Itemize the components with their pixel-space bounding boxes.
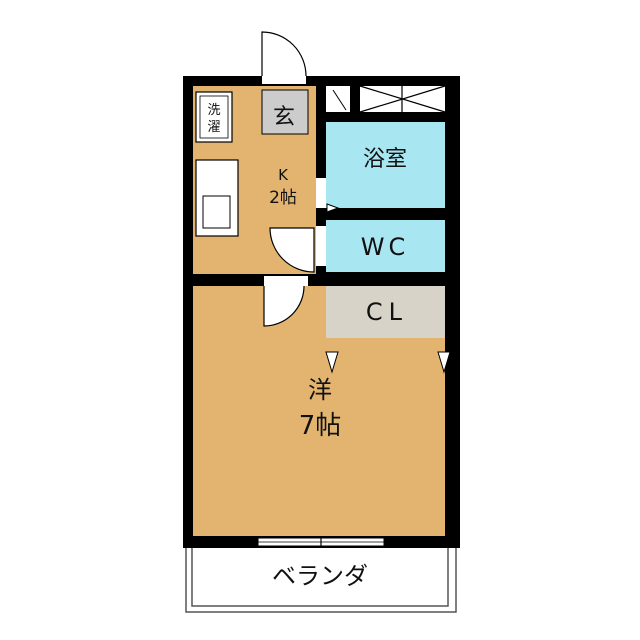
genkan-label: 玄 xyxy=(273,105,295,130)
washer-space xyxy=(195,91,233,143)
bathroom-area xyxy=(326,122,445,208)
veranda-area xyxy=(185,539,457,613)
closet-door-left xyxy=(325,351,339,374)
kitchen-label-2: 2帖 xyxy=(269,188,297,208)
kitchen-sink xyxy=(202,195,231,229)
wc-door-gap xyxy=(316,226,326,266)
closet-area xyxy=(326,286,445,338)
entry-gap-diag xyxy=(332,89,347,111)
western-label-2: 7帖 xyxy=(299,411,342,441)
veranda-label: ベランダ xyxy=(272,562,368,590)
western-door-swing xyxy=(263,285,305,327)
western-door-opening xyxy=(264,276,308,286)
wc-area xyxy=(326,220,445,272)
kitchen-door-swing xyxy=(269,227,315,273)
closet-door-right xyxy=(437,351,451,374)
western-label-1: 洋 xyxy=(308,376,332,404)
washer-label-1: 洗 xyxy=(207,103,220,118)
kitchen-label-1: K xyxy=(278,166,289,184)
closet-label: CL xyxy=(366,298,408,326)
wc-label: WC xyxy=(361,233,410,261)
genkan-area xyxy=(261,89,309,135)
washer-space-inner xyxy=(199,95,229,139)
bath-label: 浴室 xyxy=(363,147,407,172)
entry-gap xyxy=(326,86,350,112)
bath-door-marker xyxy=(326,203,340,213)
bath-door-gap xyxy=(316,178,326,208)
front-door-swing xyxy=(261,31,307,77)
kitchen-counter xyxy=(195,159,239,237)
washer-label-2: 濯 xyxy=(207,120,220,135)
